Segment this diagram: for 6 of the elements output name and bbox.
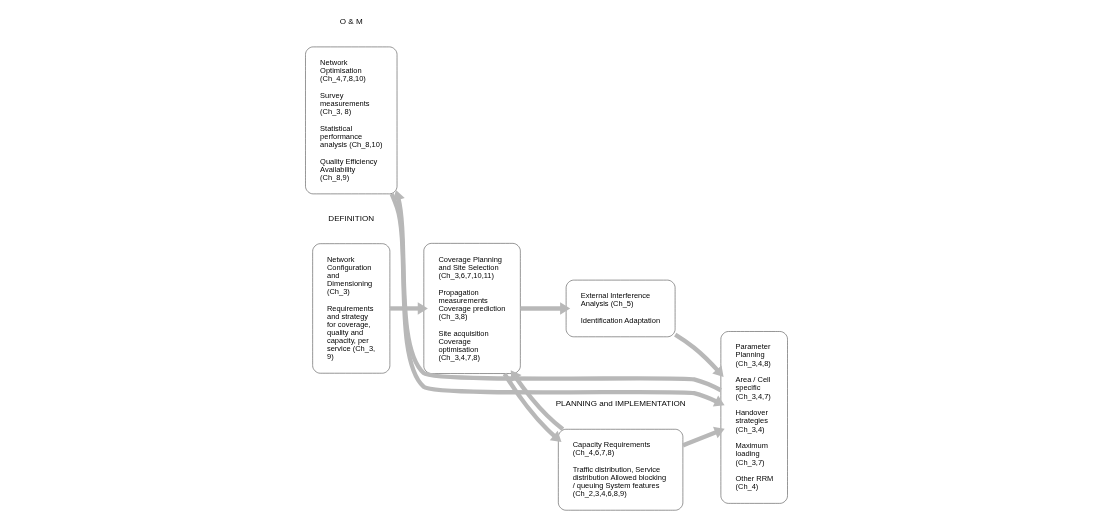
arrow — [674, 332, 724, 378]
arrow — [510, 370, 565, 431]
arrow — [520, 302, 571, 315]
arrow — [682, 426, 725, 448]
arrow — [502, 372, 562, 442]
arrow — [389, 302, 428, 315]
